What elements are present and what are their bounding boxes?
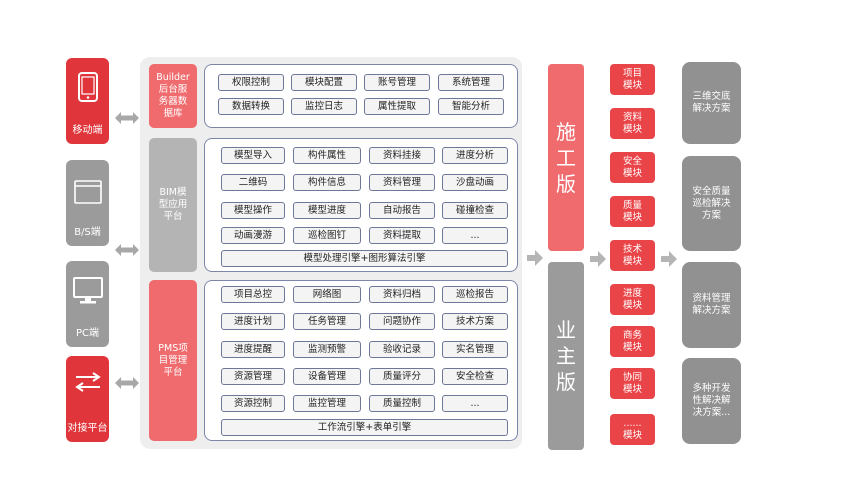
pms-item: 质量控制 [369, 395, 435, 412]
builder-group: 权限控制 模块配置 账号管理 系统管理 数据转换 监控日志 属性提取 智能分析 [204, 64, 518, 128]
browser-window-icon [73, 180, 102, 204]
client-mobile: 移动端 [66, 58, 109, 144]
bim-item: 自动报告 [369, 202, 435, 219]
builder-item: 数据转换 [218, 98, 284, 115]
builder-item: 系统管理 [438, 74, 504, 91]
exchange-arrows-icon [74, 372, 101, 392]
solution-box: 三维交底 解决方案 [682, 62, 741, 144]
builder-item: 账号管理 [364, 74, 430, 91]
bim-item: 构件属性 [293, 147, 361, 164]
pms-item: 任务管理 [293, 313, 361, 330]
module-box: 商务 模块 [610, 326, 655, 357]
bim-item: 巡检图钉 [293, 227, 361, 244]
builder-item: 权限控制 [218, 74, 284, 91]
client-integration: 对接平台 [66, 356, 109, 442]
bim-group: 模型导入 构件属性 资料挂接 进度分析 二维码 构件信息 资料管理 沙盘动画 模… [204, 138, 518, 272]
pms-item: 验收记录 [369, 341, 435, 358]
builder-label: Builder 后台服 务器数 据库 [149, 64, 197, 128]
pms-item: 资源管理 [221, 368, 285, 385]
bim-item: 二维码 [221, 174, 285, 191]
module-box: 技术 模块 [610, 240, 655, 271]
bim-item: 动画漫游 [221, 227, 285, 244]
pms-item: 网络图 [293, 286, 361, 303]
bim-item: 模型导入 [221, 147, 285, 164]
bim-label: BIM模 型应用 平台 [149, 138, 197, 272]
double-arrow-icon [115, 112, 139, 124]
solution-box: 安全质量 巡检解决 方案 [682, 156, 741, 251]
module-box: 资料 模块 [610, 108, 655, 139]
module-box: 协同 模块 [610, 368, 655, 399]
pms-item: ... [442, 395, 508, 412]
right-arrow-icon [527, 250, 543, 266]
pms-group: 项目总控 网络图 资料归档 巡检报告 进度计划 任务管理 问题协作 技术方案 进… [204, 280, 518, 441]
pms-item: 问题协作 [369, 313, 435, 330]
pms-item: 资源控制 [221, 395, 285, 412]
module-box: 进度 模块 [610, 284, 655, 315]
builder-item: 模块配置 [291, 74, 357, 91]
double-arrow-icon [115, 244, 139, 256]
client-pc: PC端 [66, 261, 109, 347]
pms-item: 实名管理 [442, 341, 508, 358]
builder-item: 属性提取 [364, 98, 430, 115]
client-bs: B/S端 [66, 160, 109, 246]
pms-item: 监测预警 [293, 341, 361, 358]
owner-edition: 业 主 版 [548, 262, 584, 450]
pms-engine: 工作流引擎+表单引擎 [221, 419, 508, 436]
pms-label: PMS项 目管理 平台 [149, 280, 197, 441]
pms-item: 安全检查 [442, 368, 508, 385]
right-arrow-icon [590, 251, 606, 267]
client-label: PC端 [75, 328, 99, 339]
pms-item: 资料归档 [369, 286, 435, 303]
pms-item: 项目总控 [221, 286, 285, 303]
pms-item: 质量评分 [369, 368, 435, 385]
module-box: 安全 模块 [610, 152, 655, 183]
client-label: 移动端 [72, 125, 103, 136]
module-box: ...... 模块 [610, 414, 655, 445]
builder-item: 监控日志 [291, 98, 357, 115]
bim-item: 资料管理 [369, 174, 435, 191]
solution-box: 多种开发 性解决解 决方案... [682, 358, 741, 444]
pms-item: 监控管理 [293, 395, 361, 412]
bim-item: 模型操作 [221, 202, 285, 219]
monitor-icon [72, 277, 103, 304]
pms-item: 设备管理 [293, 368, 361, 385]
builder-item: 智能分析 [438, 98, 504, 115]
module-box: 项目 模块 [610, 64, 655, 95]
pms-item: 技术方案 [442, 313, 508, 330]
bim-engine: 模型处理引擎+图形算法引擎 [221, 250, 508, 267]
bim-item: 构件信息 [293, 174, 361, 191]
solution-box: 资料管理 解决方案 [682, 262, 741, 348]
double-arrow-icon [115, 377, 139, 389]
bim-item: 沙盘动画 [442, 174, 508, 191]
client-label: B/S端 [74, 227, 101, 238]
bim-item: 碰撞检查 [442, 202, 508, 219]
right-arrow-icon [661, 251, 677, 267]
pms-item: 进度计划 [221, 313, 285, 330]
pms-item: 进度提醒 [221, 341, 285, 358]
construction-edition: 施 工 版 [548, 64, 584, 251]
tablet-icon [77, 72, 98, 102]
bim-item: 资料挂接 [369, 147, 435, 164]
bim-item: 进度分析 [442, 147, 508, 164]
bim-item: ... [442, 227, 508, 244]
bim-item: 资料提取 [369, 227, 435, 244]
client-label: 对接平台 [67, 423, 108, 434]
bim-item: 模型进度 [293, 202, 361, 219]
module-box: 质量 模块 [610, 196, 655, 227]
pms-item: 巡检报告 [442, 286, 508, 303]
